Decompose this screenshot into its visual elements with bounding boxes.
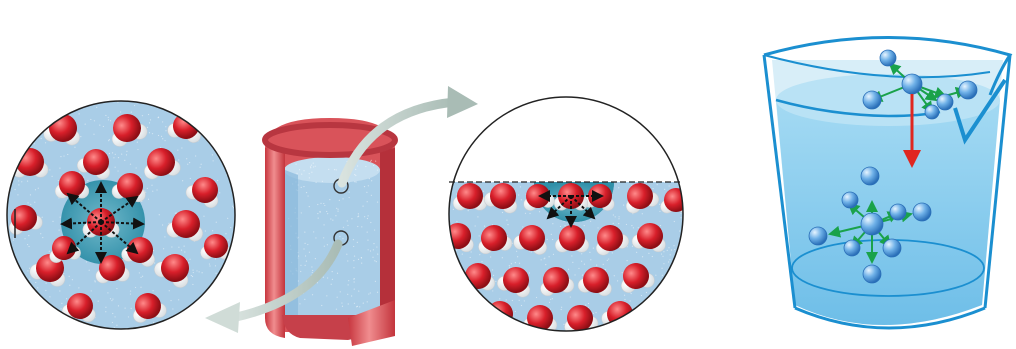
molecule: [844, 240, 860, 256]
bulk-molecule-magnified-view: [4, 100, 235, 331]
molecule: [902, 74, 922, 94]
molecule: [842, 192, 858, 208]
molecule: [925, 105, 939, 119]
liquid-container-cutaway: [265, 118, 395, 346]
molecule: [913, 203, 931, 221]
molecule: [861, 213, 883, 235]
molecule: [880, 50, 896, 66]
molecule: [863, 91, 881, 109]
surface-molecule-magnified-view: [439, 97, 700, 342]
molecule: [863, 265, 881, 283]
molecule: [861, 167, 879, 185]
molecule: [809, 227, 827, 245]
molecule: [890, 204, 906, 220]
molecule: [959, 81, 977, 99]
molecule: [883, 239, 901, 257]
beaker-attraction-forces: [764, 38, 1010, 329]
molecule: [937, 94, 953, 110]
